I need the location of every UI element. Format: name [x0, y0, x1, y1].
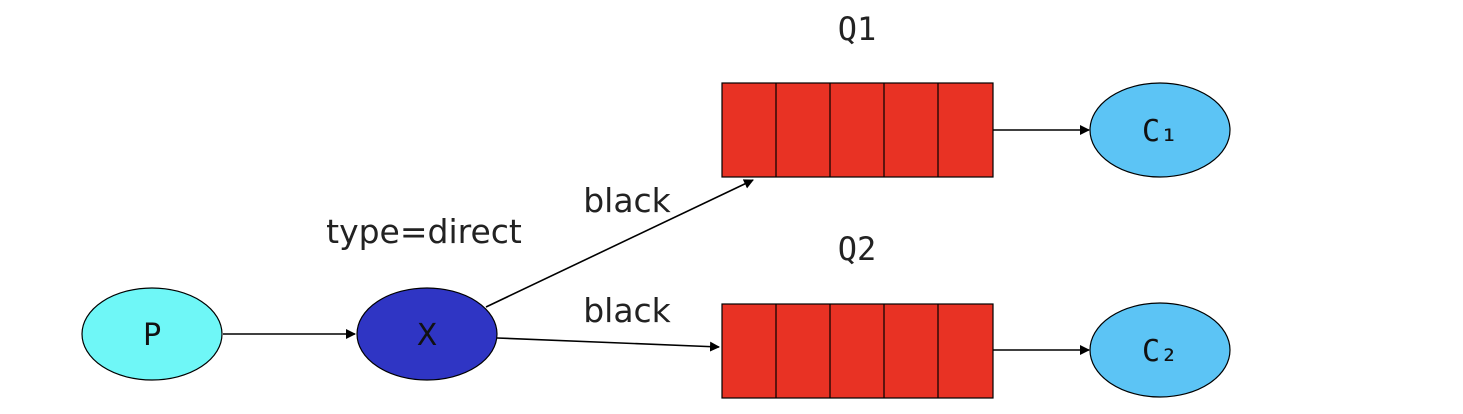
exchange-to-q2-arrow	[496, 337, 720, 352]
exchange-to-q1-arrow	[485, 179, 754, 308]
q1-binding-label: black	[583, 181, 671, 220]
producer-node: P	[81, 287, 223, 381]
consumer-2-label: C₂	[1142, 334, 1178, 369]
consumer-2-node: C₂	[1089, 302, 1231, 398]
consumer-1-label: C₁	[1142, 114, 1178, 149]
q2-binding-label: black	[583, 291, 671, 330]
queue-q2	[721, 303, 994, 399]
q1-title: Q1	[838, 10, 877, 48]
producer-label: P	[143, 318, 161, 353]
exchange-node: X	[356, 287, 498, 381]
consumer-1-node: C₁	[1089, 82, 1231, 178]
exchange-type-label: type=direct	[326, 212, 522, 251]
exchange-label: X	[417, 318, 438, 353]
queue-q1	[721, 82, 994, 178]
q2-title: Q2	[838, 230, 877, 268]
